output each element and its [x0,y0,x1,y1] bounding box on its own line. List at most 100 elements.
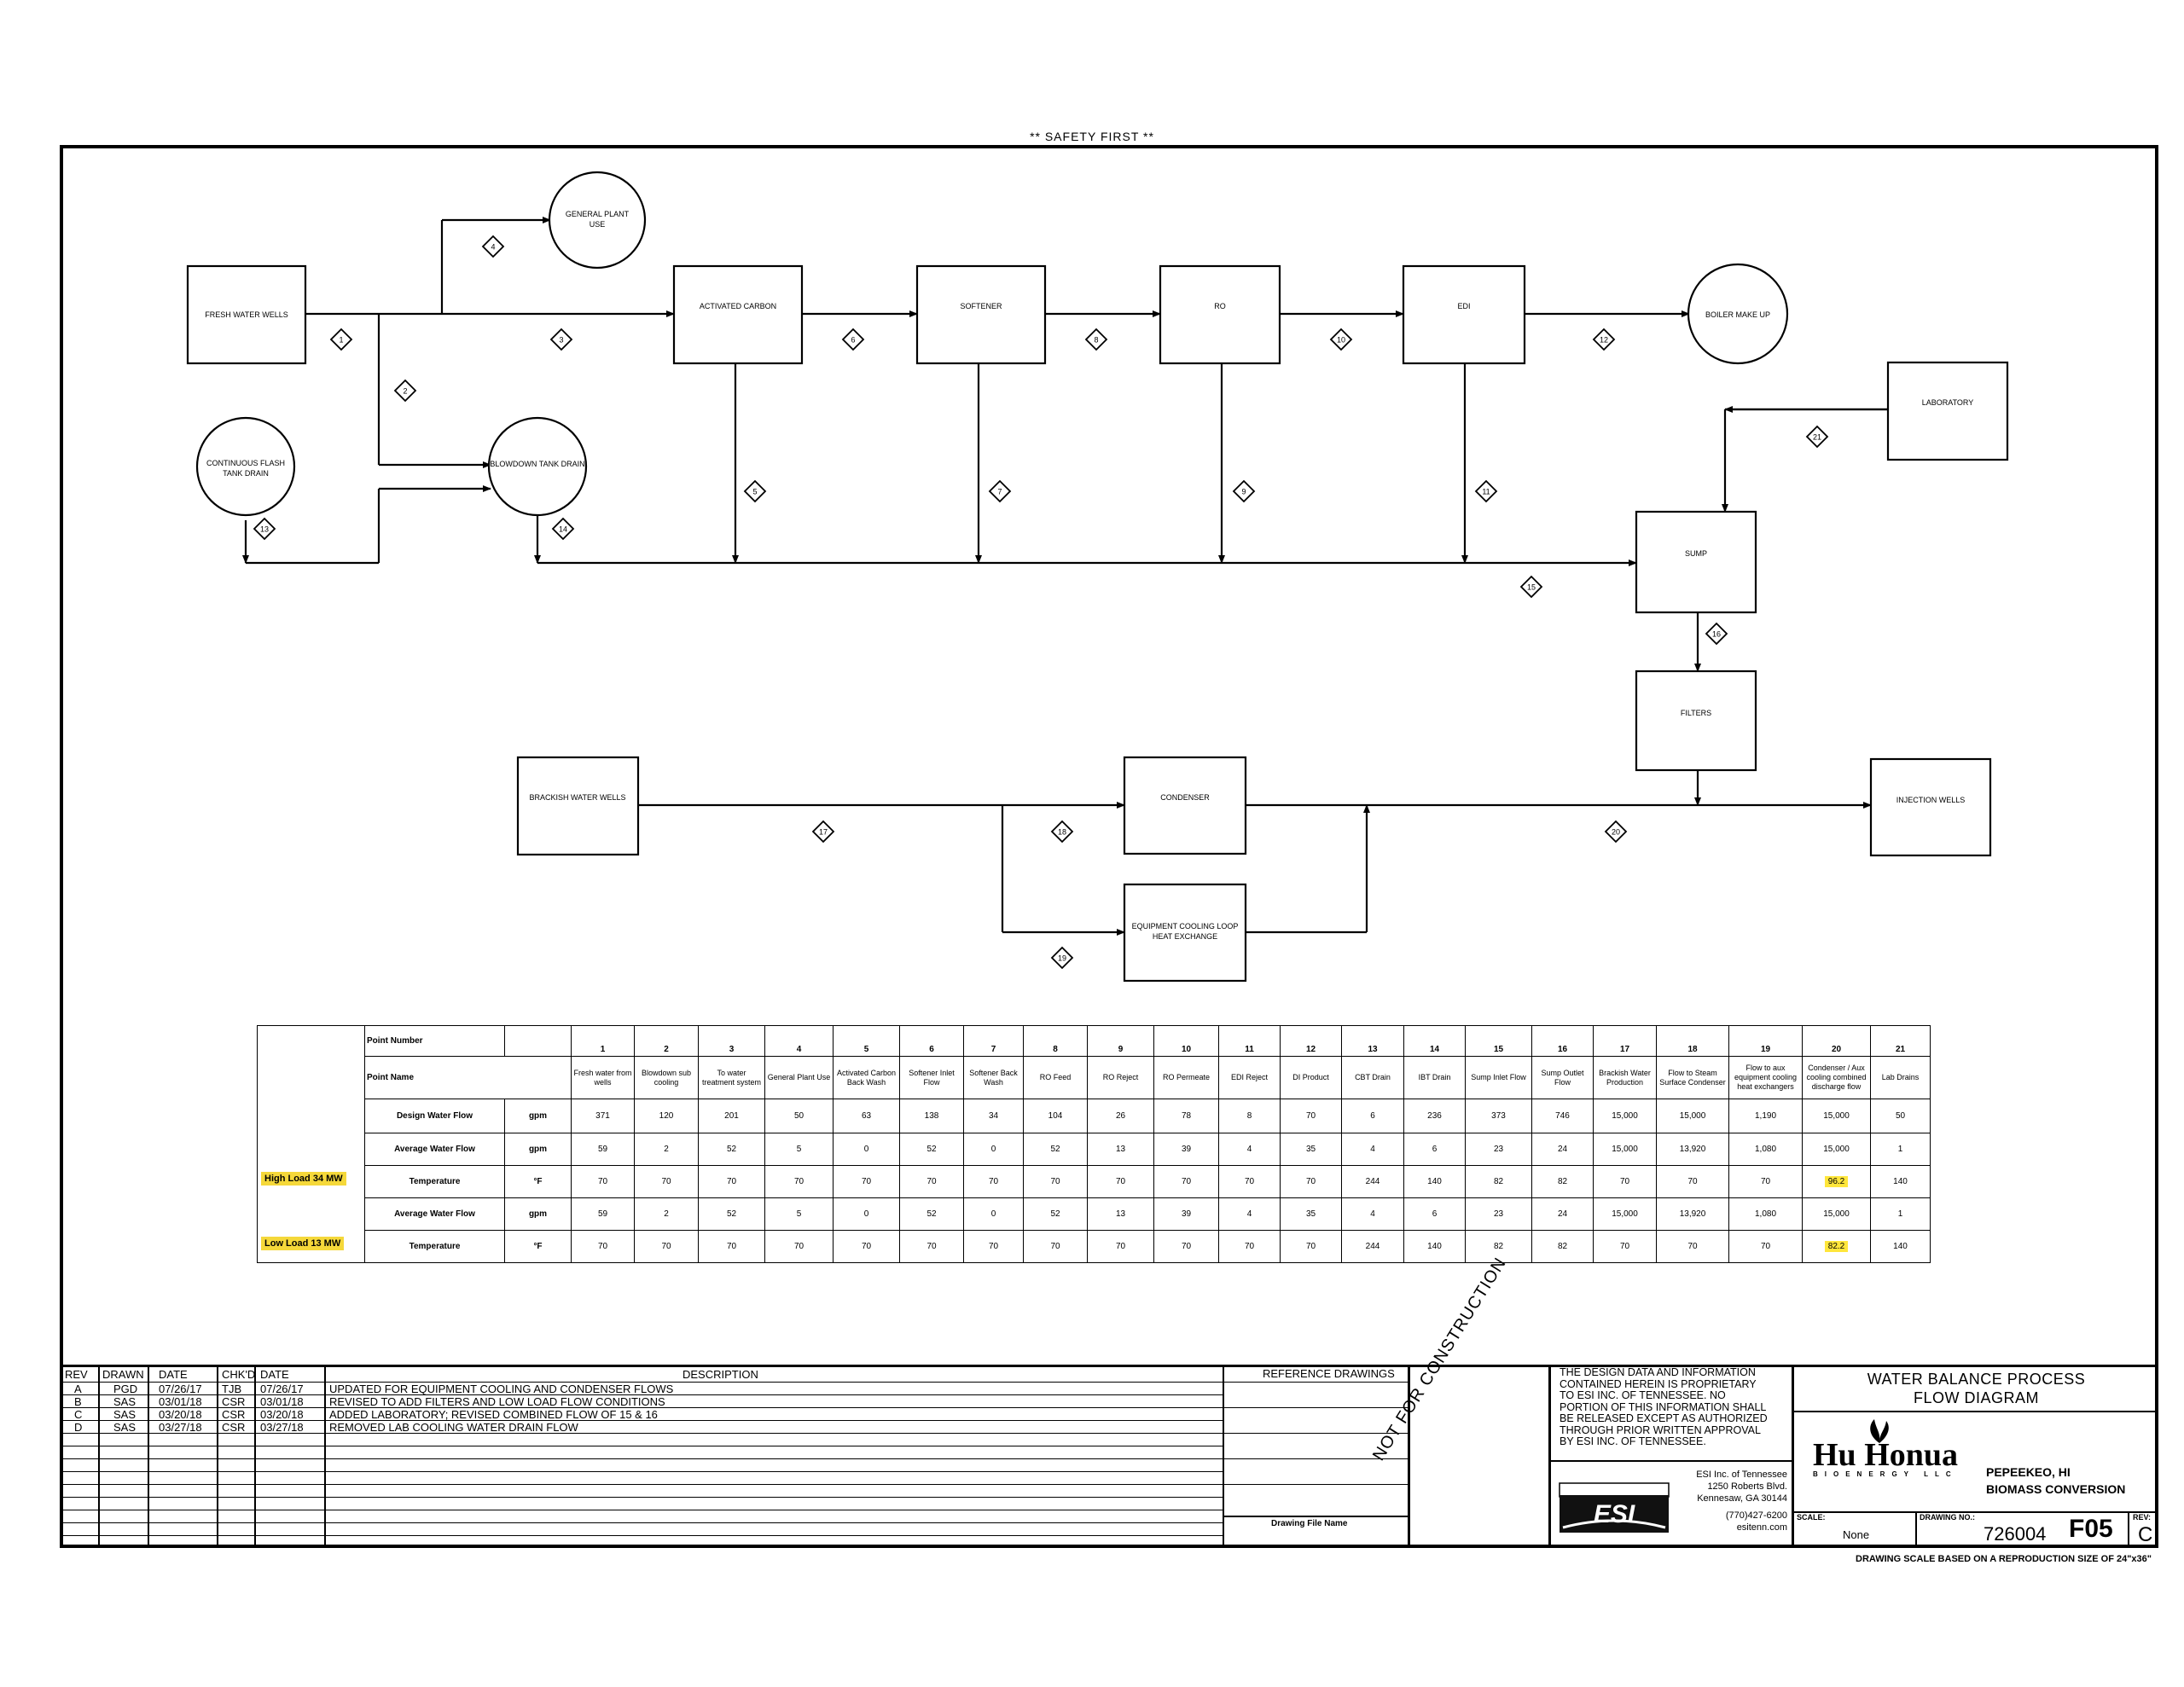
hu-honua-logo: Hu Honua BIOENERGY LLC [1813,1419,1984,1478]
value-cell: 50 [764,1099,834,1133]
scale-label: SCALE: [1797,1513,1826,1522]
condenser-label: CONDENSER [1160,793,1210,802]
stream-tag-diamond [1232,479,1256,503]
revision-cell: 03/27/18 [260,1421,304,1434]
ro-block [1159,264,1281,365]
load-case-column [257,1025,365,1263]
point-number-cell: 16 [1531,1025,1594,1057]
revision-cell: CSR [222,1421,246,1434]
value-cell: 52 [899,1133,964,1166]
esi-address-line: esitenn.com [1736,1522,1787,1533]
stream-tag-diamond [1050,946,1074,970]
value-cell: 4 [1341,1197,1404,1231]
stream-tag-4: 4 [481,235,505,258]
row-label: Average Water Flow [364,1197,505,1231]
value-cell: 1,190 [1728,1099,1803,1133]
revision-cell: 03/01/18 [260,1395,304,1408]
blowdown-tank-drain-label: BLOWDOWN TANK DRAIN [490,460,584,468]
scale-value: None [1843,1528,1870,1541]
point-number-cell: 15 [1465,1025,1532,1057]
stream-tag-number: 8 [1094,336,1098,345]
stream-tag-diamond [1805,425,1829,449]
edi-label: EDI [1457,302,1470,310]
client-logo-sub: BIOENERGY LLC [1813,1470,1958,1478]
reference-drawings-header: REFERENCE DRAWINGS [1263,1367,1395,1380]
value-cell: 82 [1531,1230,1594,1263]
row-label: Average Water Flow [364,1133,505,1166]
value-cell: 1,080 [1728,1197,1803,1231]
point-name-cell: EDI Reject [1218,1056,1281,1099]
stream-tag-number: 21 [1813,433,1821,442]
value-cell: 0 [833,1197,900,1231]
fresh-water-wells-label: FRESH WATER WELLS [205,310,288,319]
general-plant-label-2: USE [590,220,606,229]
stream-tag-12: 12 [1592,328,1616,351]
value-cell: 70 [1153,1165,1219,1198]
point-name-cell: General Plant Use [764,1056,834,1099]
stream-tag-number: 19 [1058,954,1066,963]
proprietary-line: BE RELEASED EXCEPT AS AUTHORIZED [1560,1412,1768,1424]
value-cell: 82.2 [1802,1230,1871,1263]
value-cell: 70 [833,1230,900,1263]
stream-tag-8: 8 [1084,328,1108,351]
point-name-cell: RO Permeate [1153,1056,1219,1099]
rev-value: C [2138,1523,2153,1546]
value-cell: 120 [634,1099,699,1133]
stream-tag-10: 10 [1329,328,1353,351]
blank-cell [504,1025,572,1057]
esi-address-line: 1250 Roberts Blvd. [1707,1481,1787,1492]
stream-tag-21: 21 [1805,425,1829,449]
value-cell: 23 [1465,1133,1532,1166]
equipment-cooling-label-2: HEAT EXCHANGE [1153,932,1217,941]
value-cell: 1 [1870,1133,1931,1166]
point-number-cell: 21 [1870,1025,1931,1057]
row-label: Temperature [364,1165,505,1198]
point-name-label: Point Name [364,1056,572,1099]
stream-tag-13: 13 [253,517,276,541]
value-cell: 70 [1087,1230,1154,1263]
revision-cell: SAS [113,1421,136,1434]
revision-cell: 03/27/18 [159,1421,202,1434]
value-cell: 104 [1023,1099,1088,1133]
revision-cell: PGD [113,1383,138,1395]
row-unit: °F [504,1230,572,1263]
injection-wells-block [1869,757,1992,857]
point-name-cell: Brackish Water Production [1593,1056,1657,1099]
value-cell: 15,000 [1593,1099,1657,1133]
value-cell: 15,000 [1656,1099,1729,1133]
revision-cell: ADDED LABORATORY; REVISED COMBINED FLOW … [329,1408,658,1421]
value-cell: 0 [963,1197,1024,1231]
stream-tag-number: 16 [1712,630,1721,639]
point-name-cell: Softener Inlet Flow [899,1056,964,1099]
sump-label: SUMP [1685,549,1707,558]
point-name-cell: RO Reject [1087,1056,1154,1099]
value-cell: 70 [1280,1165,1342,1198]
stream-tag-number: 15 [1527,583,1536,592]
value-cell: 70 [1728,1230,1803,1263]
point-number-cell: 7 [963,1025,1024,1057]
row-label: Temperature [364,1230,505,1263]
point-name-cell: Blowdown sub cooling [634,1056,699,1099]
stream-tag-diamond [841,328,865,351]
point-name-cell: Sump Outlet Flow [1531,1056,1594,1099]
blowdown-tank-drain-circle [487,416,588,517]
point-number-cell: 10 [1153,1025,1219,1057]
value-cell: 24 [1531,1133,1594,1166]
point-number-cell: 4 [764,1025,834,1057]
value-cell: 82 [1465,1165,1532,1198]
point-number-cell: 14 [1403,1025,1466,1057]
client-logo-text: Hu Honua [1813,1437,1959,1473]
value-cell: 70 [899,1165,964,1198]
value-cell: 1,080 [1728,1133,1803,1166]
ro-label: RO [1214,302,1226,310]
value-cell: 1 [1870,1197,1931,1231]
proprietary-line: CONTAINED HEREIN IS PROPRIETARY [1560,1377,1757,1390]
value-cell: 13,920 [1656,1197,1729,1231]
value-cell: 70 [698,1230,765,1263]
general-plant-use-circle [548,171,647,270]
stream-tag-15: 15 [1519,575,1543,599]
point-number-cell: 19 [1728,1025,1803,1057]
value-cell: 70 [764,1165,834,1198]
value-cell: 13,920 [1656,1133,1729,1166]
point-name-cell: Sump Inlet Flow [1465,1056,1532,1099]
